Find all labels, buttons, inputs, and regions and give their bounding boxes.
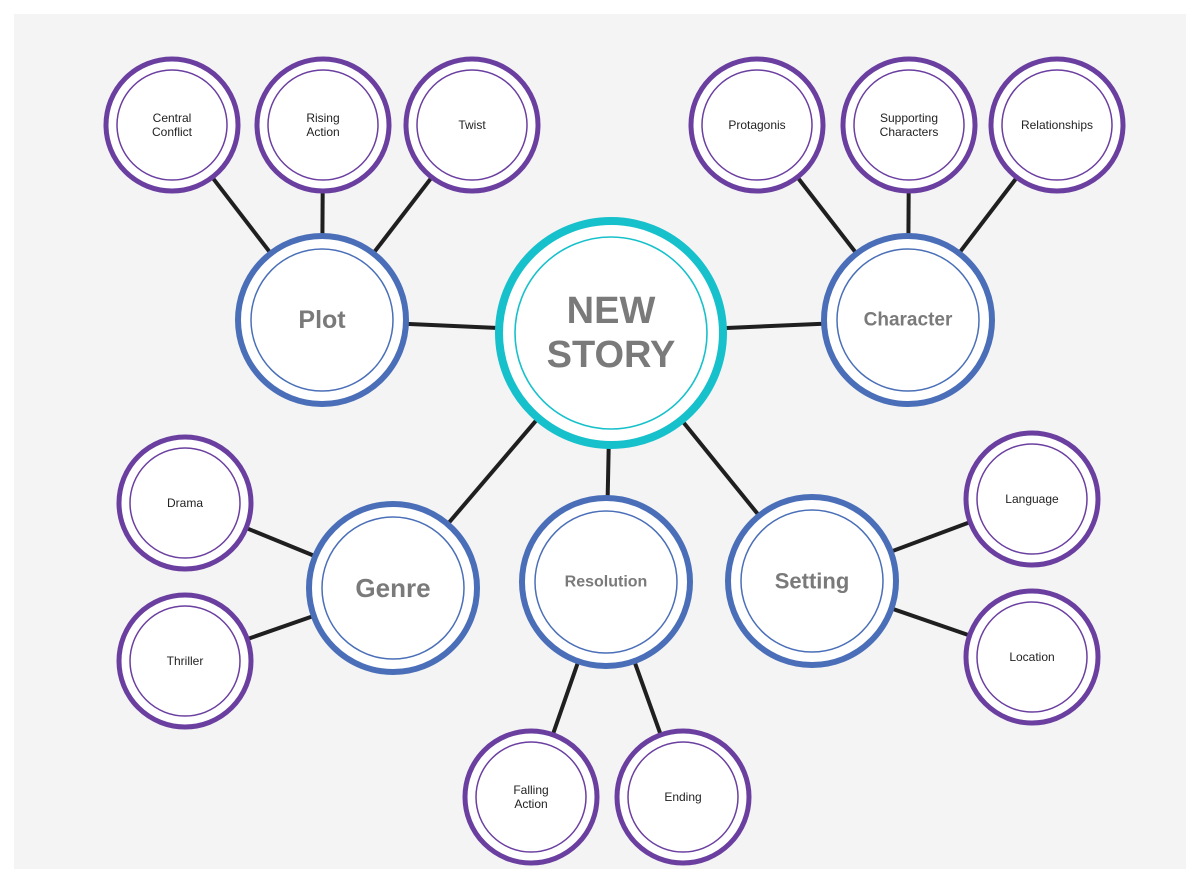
category-node-character-inner-ring xyxy=(836,248,980,392)
category-node-setting-inner-ring xyxy=(740,509,884,653)
category-node-genre-label: Genre xyxy=(355,573,430,603)
leaf-node-rising-action-label-line-1: Rising xyxy=(306,111,339,125)
leaf-node-location[interactable]: Location xyxy=(963,588,1101,726)
leaf-node-supporting-characters-inner-ring xyxy=(853,69,965,181)
link-character-to-protagonis xyxy=(794,174,860,257)
leaf-node-location-inner-ring xyxy=(976,601,1088,713)
leaf-node-thriller[interactable]: Thriller xyxy=(116,592,254,730)
leaf-node-language-label: Language xyxy=(1005,492,1059,506)
link-plot-to-twist xyxy=(370,174,435,257)
link-setting-to-location xyxy=(888,605,973,638)
leaf-node-central-conflict-label-line-1: Central xyxy=(153,111,192,125)
leaf-node-drama-label: Drama xyxy=(167,496,203,510)
leaf-node-rising-action-inner-ring xyxy=(267,69,379,181)
leaf-node-ending[interactable]: Ending xyxy=(614,728,752,866)
leaf-node-drama-inner-ring xyxy=(129,447,241,559)
center-node-new-story-inner-ring xyxy=(514,236,708,430)
leaf-node-central-conflict-label-line-2: Conflict xyxy=(152,125,193,139)
link-center-to-plot xyxy=(403,321,502,331)
link-genre-to-thriller xyxy=(244,613,317,642)
link-center-to-genre xyxy=(444,415,542,527)
category-node-character-label: Character xyxy=(864,310,953,331)
link-plot-to-central-conflict xyxy=(209,174,274,257)
connector-lines xyxy=(209,174,1020,738)
category-node-plot-inner-ring xyxy=(250,248,394,392)
category-node-resolution-inner-ring xyxy=(534,510,678,654)
leaf-node-protagonis-inner-ring xyxy=(701,69,813,181)
category-node-resolution-label: Resolution xyxy=(565,574,648,591)
center-node-new-story-label-line-1: NEW xyxy=(567,290,656,332)
leaf-node-thriller-label: Thriller xyxy=(167,654,204,668)
link-genre-to-drama xyxy=(243,525,318,559)
leaf-node-location-label: Location xyxy=(1009,650,1054,664)
link-resolution-to-ending xyxy=(631,658,664,738)
leaf-node-ending-inner-ring xyxy=(627,741,739,853)
leaf-node-thriller-inner-ring xyxy=(129,605,241,717)
center-node-new-story-label-line-2: STORY xyxy=(547,334,676,376)
leaf-node-twist-label: Twist xyxy=(458,118,486,132)
link-center-to-resolution xyxy=(605,442,611,501)
leaf-node-language-inner-ring xyxy=(976,443,1088,555)
category-node-setting-label: Setting xyxy=(775,569,850,594)
leaf-node-relationships-label: Relationships xyxy=(1021,118,1093,132)
category-node-setting[interactable]: Setting xyxy=(725,494,899,668)
leaf-node-twist[interactable]: Twist xyxy=(403,56,541,194)
leaf-node-relationships[interactable]: Relationships xyxy=(988,56,1126,194)
link-center-to-character xyxy=(720,321,827,331)
leaf-node-ending-label: Ending xyxy=(664,790,701,804)
leaf-node-relationships-inner-ring xyxy=(1001,69,1113,181)
link-resolution-to-falling-action xyxy=(550,658,581,738)
link-character-to-relationships xyxy=(956,174,1020,257)
leaf-node-falling-action-label-line-2: Action xyxy=(514,797,547,811)
leaf-node-protagonis-label: Protagonis xyxy=(728,118,785,132)
category-node-plot-label: Plot xyxy=(298,306,346,334)
leaf-node-supporting-characters-label-line-2: Characters xyxy=(880,125,939,139)
category-node-genre-inner-ring xyxy=(321,516,465,660)
leaf-node-falling-action-label-line-1: Falling xyxy=(513,783,548,797)
leaf-node-rising-action-label-line-2: Action xyxy=(306,125,339,139)
leaf-node-protagonis[interactable]: Protagonis xyxy=(688,56,826,194)
link-setting-to-language xyxy=(888,519,973,555)
leaf-node-falling-action-inner-ring xyxy=(475,741,587,853)
category-node-resolution[interactable]: Resolution xyxy=(519,495,693,669)
category-node-plot[interactable]: Plot xyxy=(235,233,409,407)
leaf-node-supporting-characters-label-line-1: Supporting xyxy=(880,111,938,125)
link-center-to-setting xyxy=(678,417,762,519)
category-node-character[interactable]: Character xyxy=(821,233,995,407)
leaf-node-central-conflict-inner-ring xyxy=(116,69,228,181)
leaf-node-drama[interactable]: Drama xyxy=(116,434,254,572)
leaf-node-language[interactable]: Language xyxy=(963,430,1101,568)
category-node-genre[interactable]: Genre xyxy=(306,501,480,675)
leaf-node-twist-inner-ring xyxy=(416,69,528,181)
